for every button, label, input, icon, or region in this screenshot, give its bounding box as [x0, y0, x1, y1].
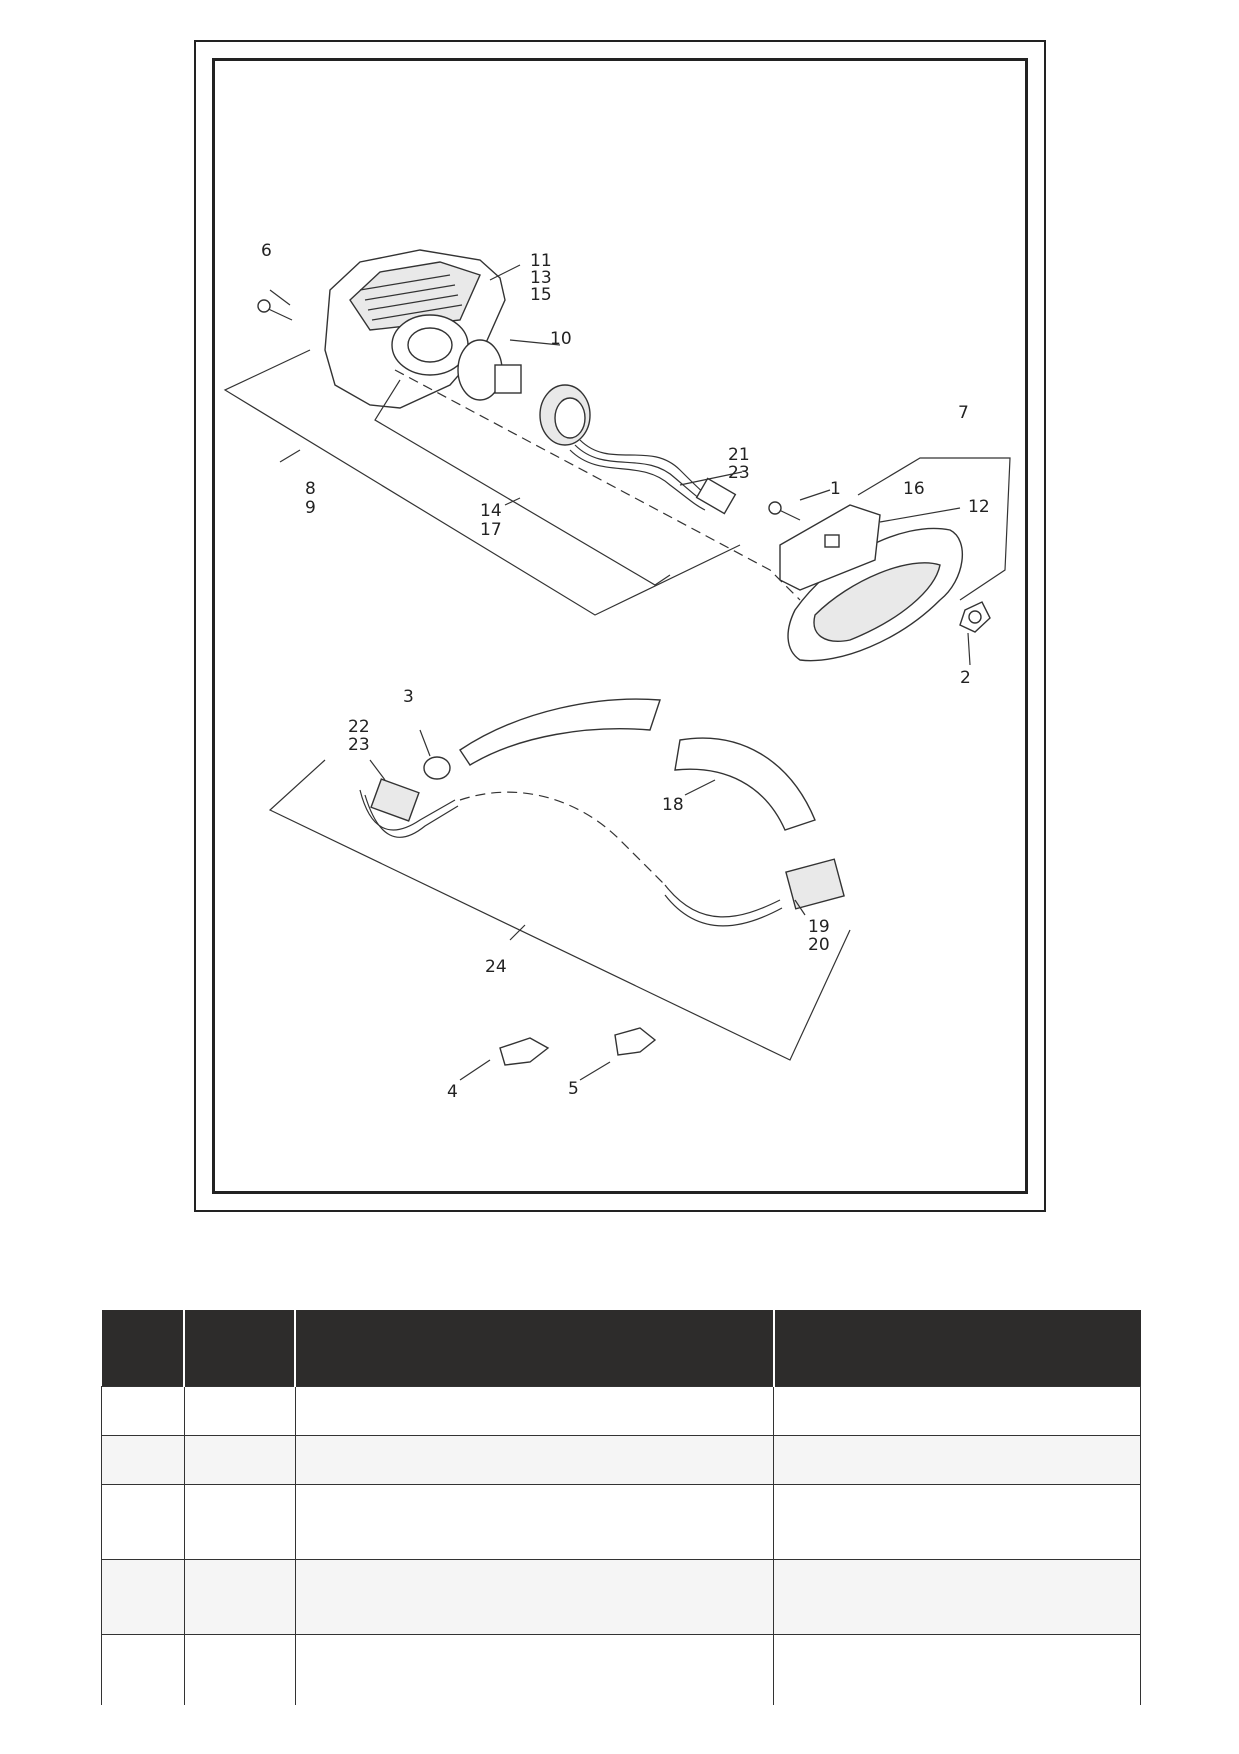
callout-23b: 23	[348, 735, 370, 755]
callout-13: 13	[530, 268, 552, 288]
table-row	[101, 1386, 1141, 1436]
callout-15: 15	[530, 285, 552, 305]
table-cell	[101, 1559, 185, 1635]
table-cell	[294, 1435, 775, 1485]
bulb-10	[457, 339, 522, 401]
table-cell	[294, 1634, 775, 1705]
table-header-row	[101, 1310, 1141, 1387]
terminal-4	[499, 1037, 550, 1066]
parts-list-table	[101, 1310, 1141, 1705]
callout-3: 3	[403, 687, 414, 707]
callout-5: 5	[568, 1079, 579, 1099]
screw-1	[768, 501, 801, 521]
callout-2: 2	[960, 668, 971, 688]
table-cell	[773, 1386, 1141, 1436]
callout-20: 20	[808, 935, 830, 955]
callout-12: 12	[968, 497, 990, 517]
table-cell	[773, 1559, 1141, 1635]
callout-10: 10	[550, 329, 572, 349]
clip-3	[423, 756, 451, 780]
table-row	[101, 1559, 1141, 1635]
table-cell	[773, 1634, 1141, 1705]
callout-19: 19	[808, 917, 830, 937]
terminal-5	[614, 1027, 657, 1056]
table-header-cell	[101, 1310, 185, 1387]
callout-18: 18	[662, 795, 684, 815]
table-cell	[101, 1484, 185, 1560]
table-cell	[101, 1634, 185, 1705]
table-header-cell	[773, 1310, 1141, 1387]
callout-7: 7	[958, 403, 969, 423]
callout-21: 21	[728, 445, 750, 465]
table-row	[101, 1484, 1141, 1560]
table-cell	[183, 1386, 296, 1436]
table-cell	[294, 1559, 775, 1635]
screw-6	[257, 299, 293, 321]
table-row	[101, 1634, 1141, 1705]
fender-trim-strips	[459, 698, 816, 831]
wiring-harness-24	[359, 778, 845, 927]
callout-22: 22	[348, 717, 370, 737]
table-cell	[101, 1435, 185, 1485]
callout-4: 4	[447, 1082, 458, 1102]
table-header-cell	[295, 1310, 775, 1387]
callout-1: 1	[830, 479, 841, 499]
callout-9: 9	[305, 498, 316, 518]
diagram-frame-outer	[194, 40, 1046, 1212]
callout-14: 14	[480, 501, 502, 521]
table-row	[101, 1435, 1141, 1485]
exploded-parts-diagram: 6 11 13 15 10 7 21 23 1 16 12 8 9 14 17 …	[223, 241, 1011, 1102]
callout-16: 16	[903, 479, 925, 499]
table-cell	[773, 1484, 1141, 1560]
lamp-socket-with-wires	[539, 384, 737, 515]
callout-numbers: 6 11 13 15 10 7 21 23 1 16 12 8 9 14 17 …	[261, 241, 990, 1102]
table-cell	[773, 1435, 1141, 1485]
callout-11: 11	[530, 251, 552, 271]
table-header-cell	[184, 1310, 297, 1387]
callout-6: 6	[261, 241, 272, 261]
callout-23a: 23	[728, 463, 750, 483]
table-cell	[101, 1386, 185, 1436]
callout-8: 8	[305, 479, 316, 499]
leader-lines	[223, 264, 1011, 1081]
table-cell	[294, 1484, 775, 1560]
table-cell	[183, 1634, 296, 1705]
callout-17: 17	[480, 520, 502, 540]
table-cell	[183, 1559, 296, 1635]
table-cell	[294, 1386, 775, 1436]
table-cell	[183, 1435, 296, 1485]
nut-2	[959, 601, 991, 633]
diagram-frame-inner	[212, 58, 1028, 1194]
callout-24: 24	[485, 957, 507, 977]
table-cell	[183, 1484, 296, 1560]
